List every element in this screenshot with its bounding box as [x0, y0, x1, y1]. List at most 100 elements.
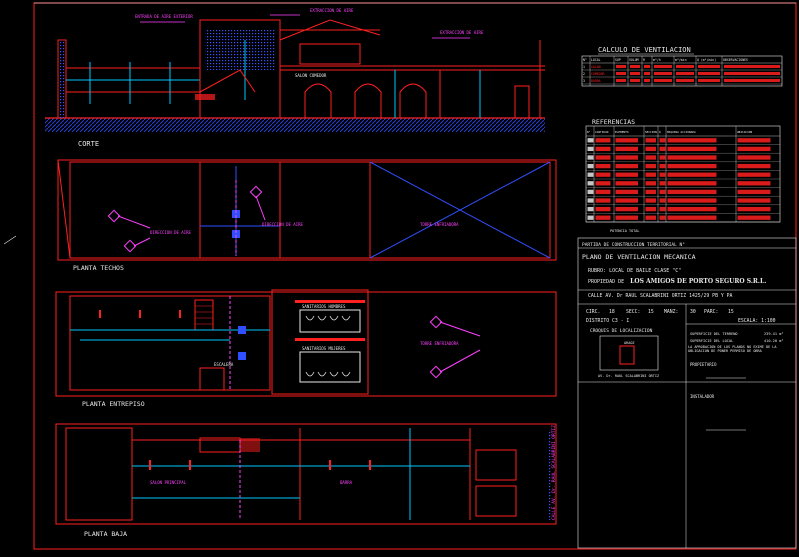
svg-text:PROPIEDAD DE LOS AMIGOS: PROPIEDAD DE LOS AMIGOS DE PORTO SEGURO … — [588, 278, 766, 285]
plan-rubro: RUBRO: LOCAL DE BAILE CLASE "C" — [588, 268, 681, 274]
references-cell-fill — [659, 206, 666, 212]
references-cell-fill — [645, 172, 656, 177]
svg-text:DIRECCION DE AIRE: DIRECCION DE AIRE — [262, 222, 304, 227]
ventilation-cell-fill — [698, 79, 720, 82]
ground-main-hall-label: SALON PRINCIPAL — [150, 480, 187, 485]
references-cell-fill — [737, 138, 771, 143]
roof-tower-label: TORRE ENFRIADORA — [420, 222, 459, 227]
references-cell-fill — [587, 138, 594, 143]
ventilation-cell-fill — [698, 65, 720, 68]
references-cell-fill — [659, 181, 666, 186]
references-cell-fill — [667, 172, 717, 177]
section-view-title: CORTE — [78, 140, 99, 148]
ground-view-title: PLANTA BAJA — [84, 530, 127, 538]
ground-street-label: CALLE AV. Dr. RAUL SCALABRINI ORTIZ — [551, 425, 557, 520]
references-cell-fill — [659, 172, 666, 177]
district-label: DISTRITO C3 - I — [586, 318, 629, 324]
ventilation-cell-fill — [616, 72, 626, 75]
references-cell-fill — [645, 215, 656, 220]
references-cell-fill — [595, 172, 611, 177]
ventilation-header-cell: OBSERVACIONES — [723, 58, 748, 62]
references-cell-fill — [737, 146, 771, 152]
title-block: PARTIDA DE CONSTRUCCION TERRITORIAL N° P… — [577, 237, 797, 549]
parc-label: PARC: — [704, 309, 718, 315]
manz-label: MANZ: — [664, 309, 678, 315]
references-cell-fill — [667, 163, 717, 169]
ventilation-cell-fill — [654, 65, 672, 68]
references-cell-fill — [615, 146, 638, 152]
references-cell-fill — [595, 198, 611, 203]
references-cell-fill — [667, 155, 717, 160]
references-cell-fill — [645, 189, 656, 195]
references-header-cell: SECCION — [645, 130, 657, 134]
references-cell-fill — [595, 138, 611, 143]
references-cell-fill — [737, 172, 771, 177]
references-cell-fill — [615, 163, 638, 169]
references-cell-fill — [737, 215, 771, 220]
references-cell-fill — [587, 146, 594, 152]
ground-plan-view: SALON PRINCIPAL BARRA CALLE AV. Dr. RAUL… — [55, 423, 557, 538]
ventilation-header-cell: m³/h — [653, 58, 661, 62]
ventilation-cell-fill — [616, 79, 626, 82]
references-cell-fill — [659, 146, 666, 152]
ventilation-cell-fill — [644, 65, 650, 68]
mezzanine-tower-label: TORRE ENFRIADORA — [420, 341, 459, 346]
references-cell-fill — [667, 198, 717, 203]
ventilation-cell: 1 — [583, 65, 585, 69]
references-total-label: POTENCIA TOTAL — [610, 229, 640, 233]
references-cell-fill — [615, 206, 638, 212]
references-cell-fill — [667, 138, 717, 143]
ventilation-cell-fill — [654, 72, 672, 75]
references-header-cell: UBICACION — [737, 130, 752, 134]
owner-label: PROPIETARIO — [690, 362, 717, 367]
ventilation-cell-fill — [644, 79, 650, 82]
secc-value: 15 — [648, 309, 654, 315]
references-cell-fill — [615, 181, 638, 186]
references-cell-fill — [615, 138, 638, 143]
mezzanine-bath-men-label: SANITARIOS HOMBRES — [302, 304, 346, 309]
localization-title: CROQUIS DE LOCALIZACION — [590, 328, 653, 334]
ventilation-cell: BARRA — [591, 79, 601, 83]
references-cell-fill — [645, 163, 656, 169]
references-cell-fill — [645, 198, 656, 203]
references-cell-fill — [615, 172, 638, 177]
references-cell-fill — [595, 155, 611, 160]
references-cell-fill — [615, 155, 638, 160]
secc-label: SECC: — [626, 309, 640, 315]
local-area-value: 410.20 m² — [764, 339, 783, 343]
references-cell-fill — [587, 172, 594, 177]
circ-value: 18 — [609, 309, 615, 315]
references-cell-fill — [645, 146, 656, 152]
references-cell-fill — [737, 163, 771, 169]
ventilation-header-cell: m³/min — [675, 58, 687, 62]
svg-text:DIRECCION DE AIRE: DIRECCION DE AIRE — [150, 230, 192, 235]
installer-label: INSTALADOR — [690, 394, 715, 399]
references-cell-fill — [737, 198, 771, 203]
references-cell-fill — [659, 198, 666, 203]
references-cell-fill — [667, 215, 717, 220]
ventilation-cell-fill — [630, 65, 640, 68]
references-cell-fill — [737, 206, 771, 212]
owner-prefix: PROPIEDAD DE — [588, 279, 624, 285]
ground-bar-label: BARRA — [340, 480, 353, 485]
ventilation-header-cell: Q (m³/min) — [697, 58, 716, 62]
references-cell-fill — [659, 189, 666, 195]
ventilation-header-cell: R — [643, 58, 645, 62]
references-cell-fill — [595, 215, 611, 220]
ventilation-cell: SALON — [591, 65, 601, 69]
references-cell-fill — [595, 163, 611, 169]
references-cell-fill — [737, 189, 771, 195]
references-header-cell: N° — [587, 130, 591, 134]
references-cell-fill — [645, 155, 656, 160]
ventilation-cell-fill — [676, 79, 694, 82]
references-cell-fill — [737, 181, 771, 186]
references-cell-fill — [645, 138, 656, 143]
roof-view-title: PLANTA TECHOS — [73, 264, 124, 272]
ventilation-cell-fill — [698, 72, 720, 75]
references-cell-fill — [645, 206, 656, 212]
manz-value: 30 — [690, 309, 696, 315]
lot-area-value: 239.41 m² — [764, 332, 783, 336]
references-cell-fill — [659, 163, 666, 169]
circ-label: CIRC. — [586, 309, 600, 315]
